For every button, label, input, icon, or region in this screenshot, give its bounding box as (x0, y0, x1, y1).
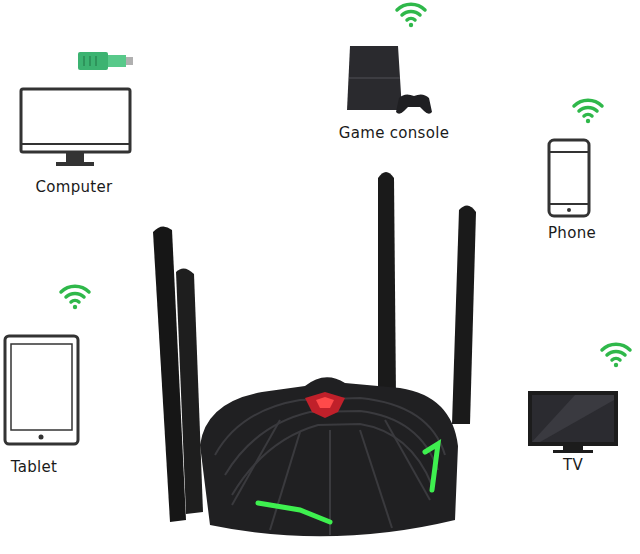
device-label: TV (563, 456, 583, 474)
wifi-icon (61, 286, 89, 309)
ethernet-plug (78, 52, 133, 70)
wifi-icon (574, 100, 602, 123)
device-label: Computer (36, 178, 113, 196)
computer-icon (21, 89, 130, 166)
device-label: Game console (339, 124, 449, 142)
tablet-icon (5, 336, 78, 444)
phone-icon (549, 140, 589, 216)
router-icon (153, 172, 476, 536)
wifi-icon (602, 344, 630, 367)
device-label: Phone (548, 224, 596, 242)
tv-icon (528, 391, 618, 453)
wifi-icon (397, 4, 425, 27)
device-label: Tablet (11, 458, 57, 476)
console-icon (347, 46, 432, 114)
